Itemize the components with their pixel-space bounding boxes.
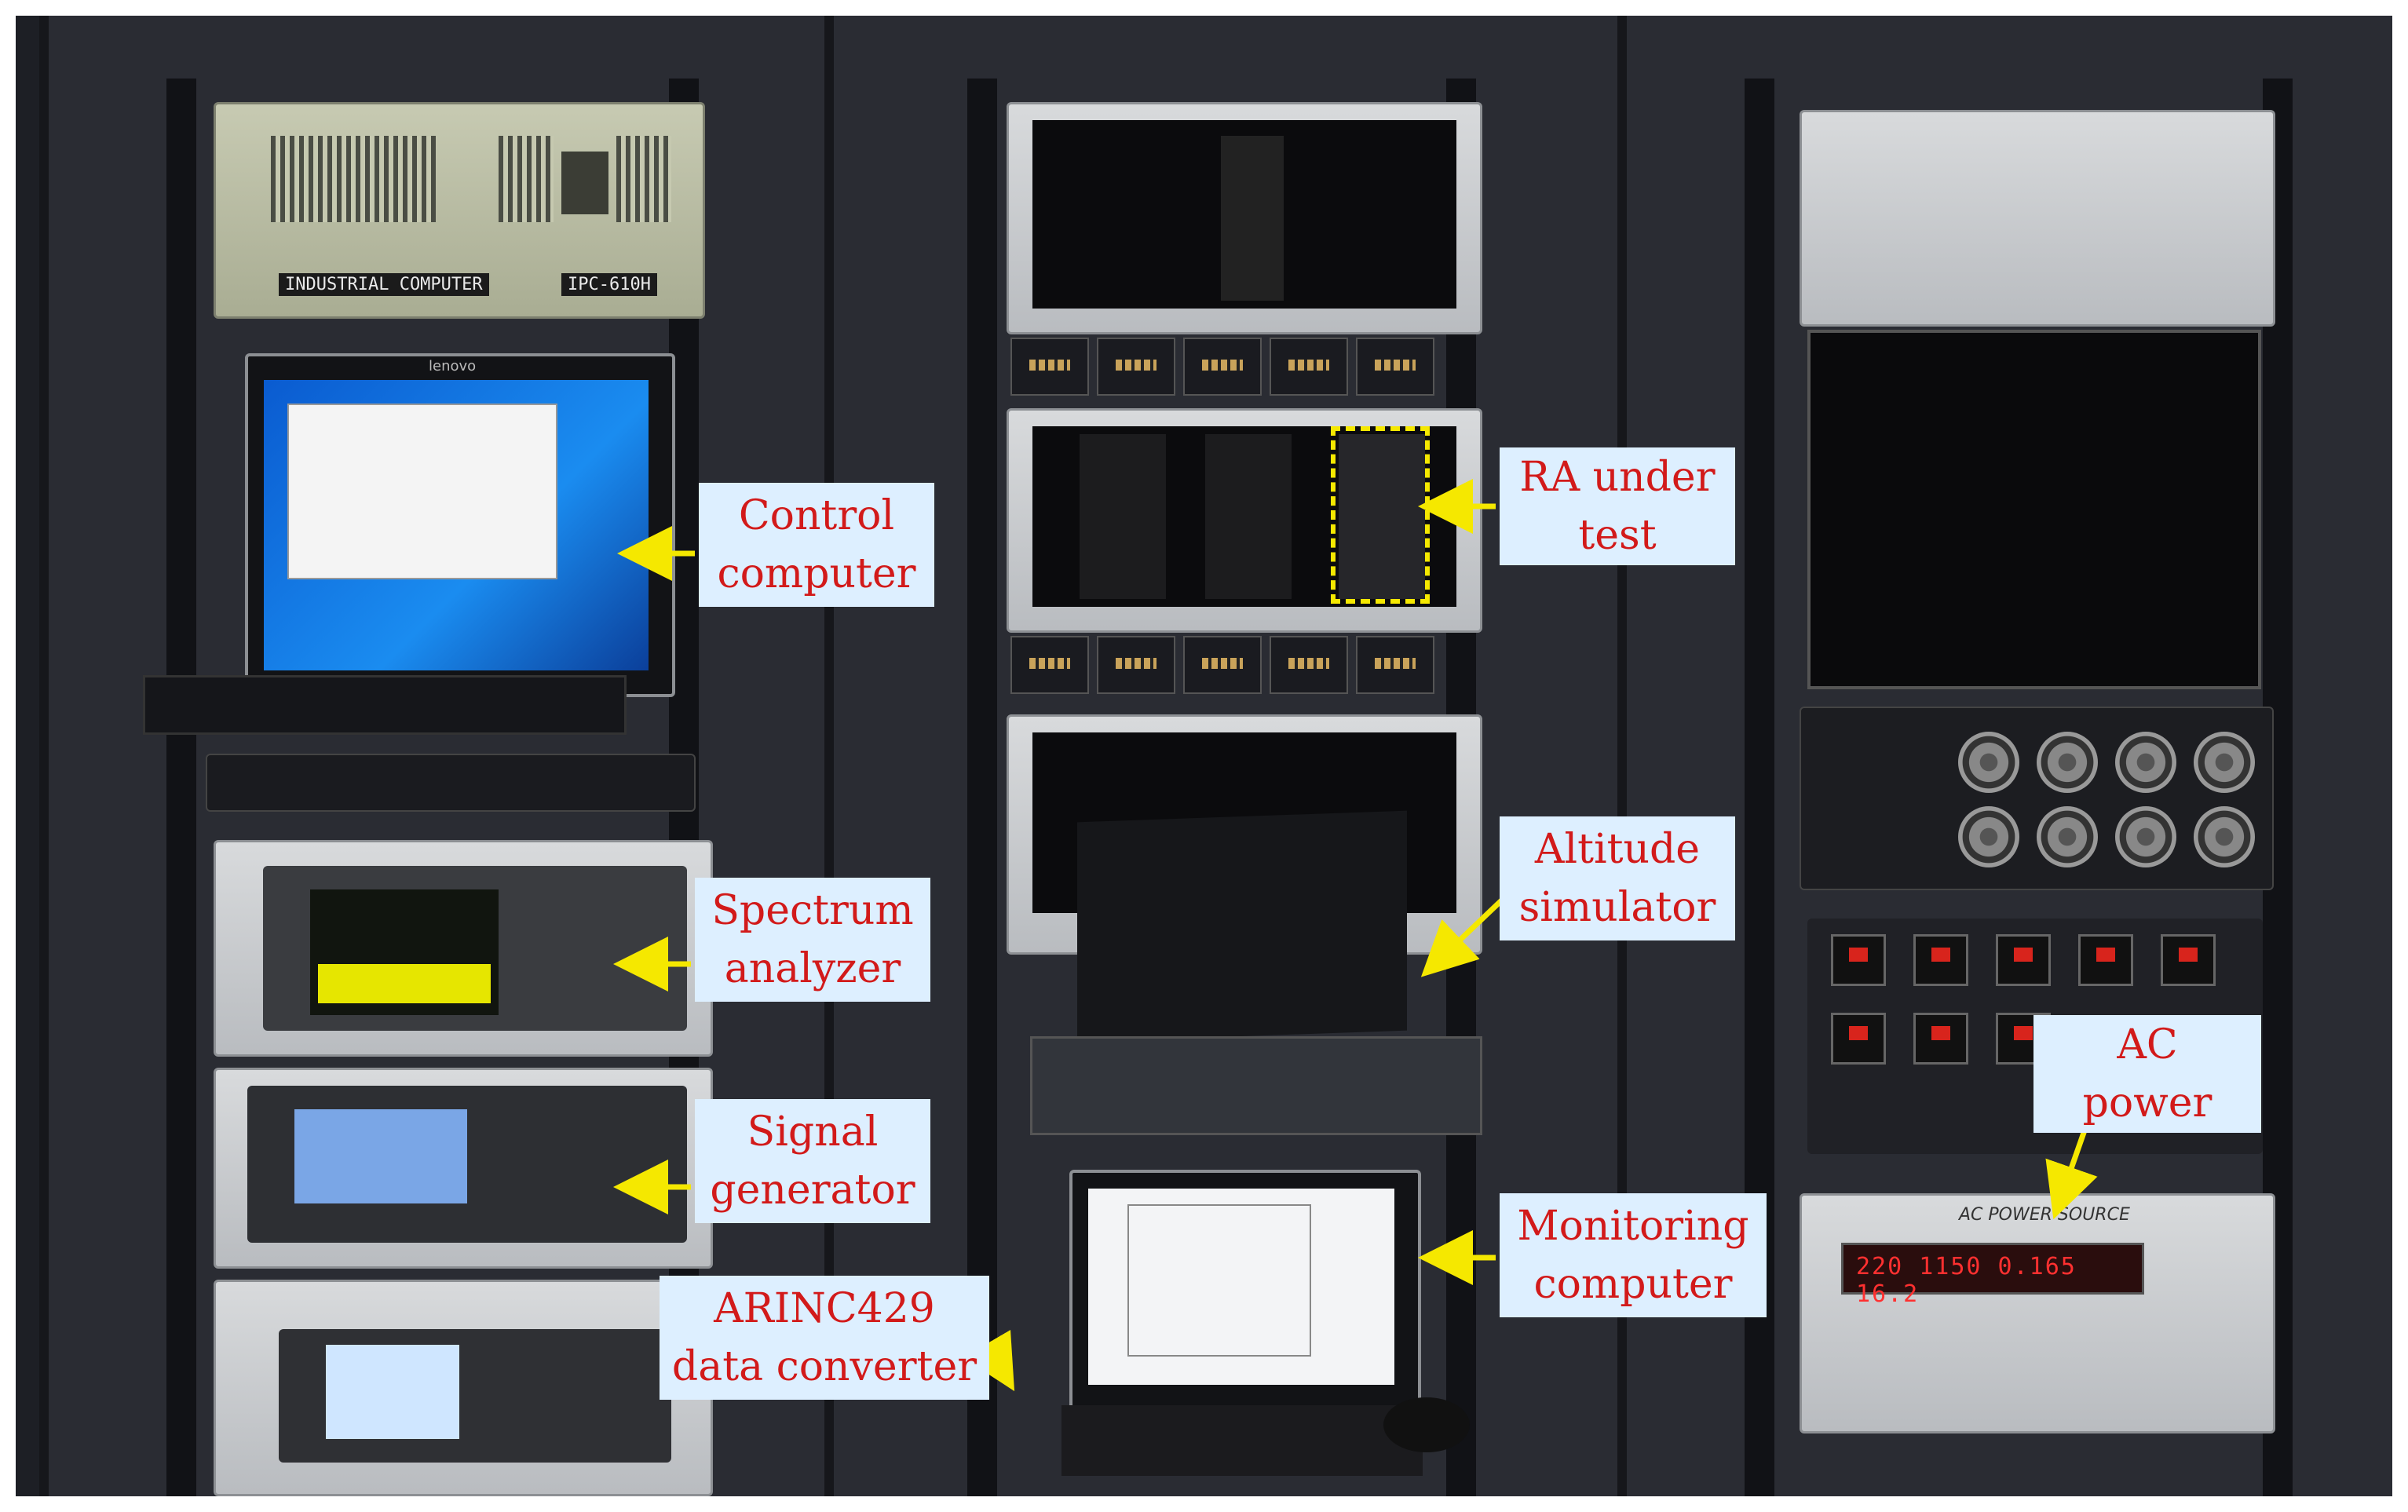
label-signal-generator: Signal generator (695, 1099, 930, 1223)
terminal (1356, 636, 1434, 694)
power-socket (2078, 934, 2133, 986)
fan (1958, 806, 2019, 867)
altitude-simulator (1030, 801, 1482, 1135)
vent (616, 136, 671, 222)
ac-power-source: AC POWER SOURCE 220 1150 0.165 16.2 (1800, 1193, 2275, 1433)
monitoring-app-window (1127, 1204, 1311, 1357)
label-arinc429-converter: ARINC429 data converter (660, 1276, 989, 1400)
keyboard-tray (143, 675, 627, 735)
power-socket (1913, 934, 1968, 986)
industrial-computer-plate: INDUSTRIAL COMPUTER (279, 273, 489, 296)
terminal (1270, 338, 1348, 396)
ra-under-test-unit (1339, 434, 1425, 599)
ac-power-display: 220 1150 0.165 16.2 (1841, 1243, 2144, 1308)
ra-unit (1080, 434, 1166, 599)
spectrum-analyzer-body (263, 866, 687, 1031)
ipc-model-plate: IPC-610H (561, 273, 657, 296)
signal-generator-screen (294, 1109, 467, 1203)
rail (967, 79, 997, 1496)
altitude-simulator-case (1030, 1036, 1482, 1135)
vent (499, 136, 554, 222)
fan (2115, 806, 2176, 867)
power-socket (1913, 1013, 1968, 1065)
fan (2194, 806, 2255, 867)
industrial-computer: INDUSTRIAL COMPUTER IPC-610H (214, 102, 705, 319)
terminal (1183, 636, 1262, 694)
ra-shelf (1007, 408, 1482, 633)
label-control-computer: Control computer (699, 483, 934, 607)
ac-power-source-title: AC POWER SOURCE (1959, 1205, 2130, 1225)
spectrum-analyzer-screen (310, 889, 499, 1015)
fan (2037, 732, 2098, 793)
terminal (1097, 338, 1175, 396)
monitor-brand: lenovo (429, 358, 477, 374)
empty-bay (1807, 330, 2261, 689)
arinc429-screen (326, 1345, 459, 1439)
network-switch (206, 754, 696, 812)
control-computer-screen (264, 380, 649, 670)
power-socket (1996, 934, 2051, 986)
blank-panel (1800, 110, 2275, 327)
terminal (1010, 338, 1089, 396)
ra-shelf-opening (1032, 426, 1456, 607)
signal-generator-body (247, 1086, 687, 1243)
spectrum-trace (318, 964, 491, 1003)
power-socket (2161, 934, 2216, 986)
app-window (287, 404, 557, 579)
fan (2037, 806, 2098, 867)
ra-unit (1205, 434, 1292, 599)
ac-power-readout: 220 1150 0.165 16.2 (1856, 1253, 2077, 1308)
signal-generator-unit (214, 1068, 713, 1269)
spectrum-analyzer-unit (214, 840, 713, 1057)
label-monitoring-computer: Monitoring computer (1500, 1193, 1767, 1317)
terminal (1097, 636, 1175, 694)
laptop-keyboard (1061, 1405, 1423, 1476)
shelf-device (1221, 136, 1284, 301)
monitoring-computer-screen (1088, 1189, 1394, 1385)
control-computer-monitor: lenovo (245, 353, 675, 697)
fan (2194, 732, 2255, 793)
label-spectrum-analyzer: Spectrum analyzer (695, 878, 930, 1002)
vent (271, 136, 436, 222)
terminal (1010, 636, 1089, 694)
label-altitude-simulator: Altitude simulator (1500, 816, 1735, 940)
power-socket (1831, 934, 1886, 986)
arinc429-converter-body (279, 1329, 671, 1463)
arinc429-converter-unit (214, 1280, 713, 1496)
mouse (1383, 1397, 1470, 1452)
rail (166, 79, 196, 1496)
fan (2115, 732, 2176, 793)
right-cabinet: AC POWER SOURCE 220 1150 0.165 16.2 (1617, 16, 2392, 1496)
drive-bay (561, 152, 608, 214)
label-ra-under-test: RA under test (1500, 447, 1735, 565)
ra-highlight-box (1331, 426, 1430, 604)
monitoring-computer (1069, 1170, 1421, 1412)
fan (1958, 732, 2019, 793)
middle-cabinet (824, 16, 1628, 1496)
altitude-simulator-lid (1077, 810, 1407, 1043)
lab-photo: INDUSTRIAL COMPUTER IPC-610H lenovo (16, 16, 2392, 1496)
terminal (1270, 636, 1348, 694)
shelf-opening (1032, 120, 1456, 309)
left-cabinet: INDUSTRIAL COMPUTER IPC-610H lenovo (39, 16, 835, 1496)
upper-shelf (1007, 102, 1482, 334)
terminal (1183, 338, 1262, 396)
label-ac-power: AC power (2033, 1015, 2261, 1133)
terminal (1356, 338, 1434, 396)
server (1800, 707, 2274, 890)
power-socket (1831, 1013, 1886, 1065)
